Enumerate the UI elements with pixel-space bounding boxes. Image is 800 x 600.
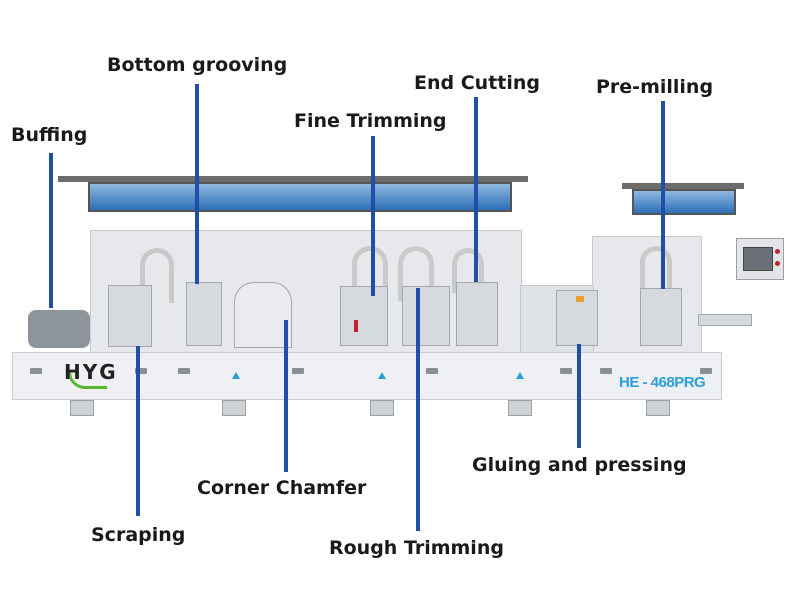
label-rough-trimming: Rough Trimming	[329, 537, 504, 559]
hose	[140, 248, 174, 303]
control-button	[775, 249, 780, 254]
brand-logo: HYG	[64, 360, 118, 384]
leader-gluing-and-pressing	[577, 344, 581, 448]
canopy-rim-main	[58, 176, 528, 182]
canopy-rim-premill	[622, 183, 744, 189]
rough-trimming-unit	[402, 286, 450, 346]
model-label: HE - 468PRG	[619, 374, 706, 391]
handle	[426, 368, 438, 374]
base-cabinet	[12, 352, 722, 400]
red-marker	[354, 320, 358, 332]
scraping-unit	[108, 285, 152, 347]
red-marker	[576, 296, 584, 302]
handle	[30, 368, 42, 374]
leader-scraping	[136, 346, 140, 516]
hose	[452, 248, 484, 293]
leader-corner-chamfer	[284, 320, 288, 472]
handle	[700, 368, 712, 374]
label-bottom-grooving: Bottom grooving	[107, 54, 288, 76]
leader-end-cutting	[474, 97, 478, 282]
label-end-cutting: End Cutting	[414, 72, 540, 94]
warning-triangle-icon	[516, 372, 524, 379]
logo-swoosh	[68, 372, 107, 389]
bottom-grooving-unit	[186, 282, 222, 346]
fine-trimming-unit	[340, 286, 388, 346]
leader-pre-milling	[661, 101, 665, 289]
warning-triangle-icon	[232, 372, 240, 379]
end-cutting-unit	[456, 282, 498, 346]
hose	[398, 246, 434, 301]
hose	[352, 246, 388, 301]
leader-bottom-grooving	[195, 84, 199, 284]
control-panel	[736, 238, 784, 280]
control-button	[775, 261, 780, 266]
corner-chamfer-unit	[234, 282, 292, 348]
canopy-main	[88, 182, 512, 212]
leader-buffing	[49, 153, 53, 308]
leader-rough-trimming	[416, 288, 420, 531]
label-pre-milling: Pre-milling	[596, 76, 714, 98]
leader-fine-trimming	[371, 136, 375, 296]
buffing-motor	[28, 310, 90, 348]
machine-foot	[370, 400, 394, 416]
label-gluing-and-pressing: Gluing and pressing	[472, 454, 687, 476]
machine-foot	[70, 400, 94, 416]
handle	[600, 368, 612, 374]
handle	[135, 368, 147, 374]
label-scraping: Scraping	[91, 524, 186, 546]
pre-milling-unit	[640, 288, 682, 346]
label-fine-trimming: Fine Trimming	[294, 110, 447, 132]
label-buffing: Buffing	[11, 124, 88, 146]
machine-foot	[508, 400, 532, 416]
handle	[292, 368, 304, 374]
handle	[178, 368, 190, 374]
handle	[560, 368, 572, 374]
machine-foot	[222, 400, 246, 416]
label-corner-chamfer: Corner Chamfer	[197, 477, 367, 499]
machine-foot	[646, 400, 670, 416]
outfeed-table	[698, 314, 752, 326]
hose	[640, 246, 672, 295]
control-screen	[743, 247, 773, 271]
canopy-premill	[632, 189, 736, 215]
warning-triangle-icon	[378, 372, 386, 379]
